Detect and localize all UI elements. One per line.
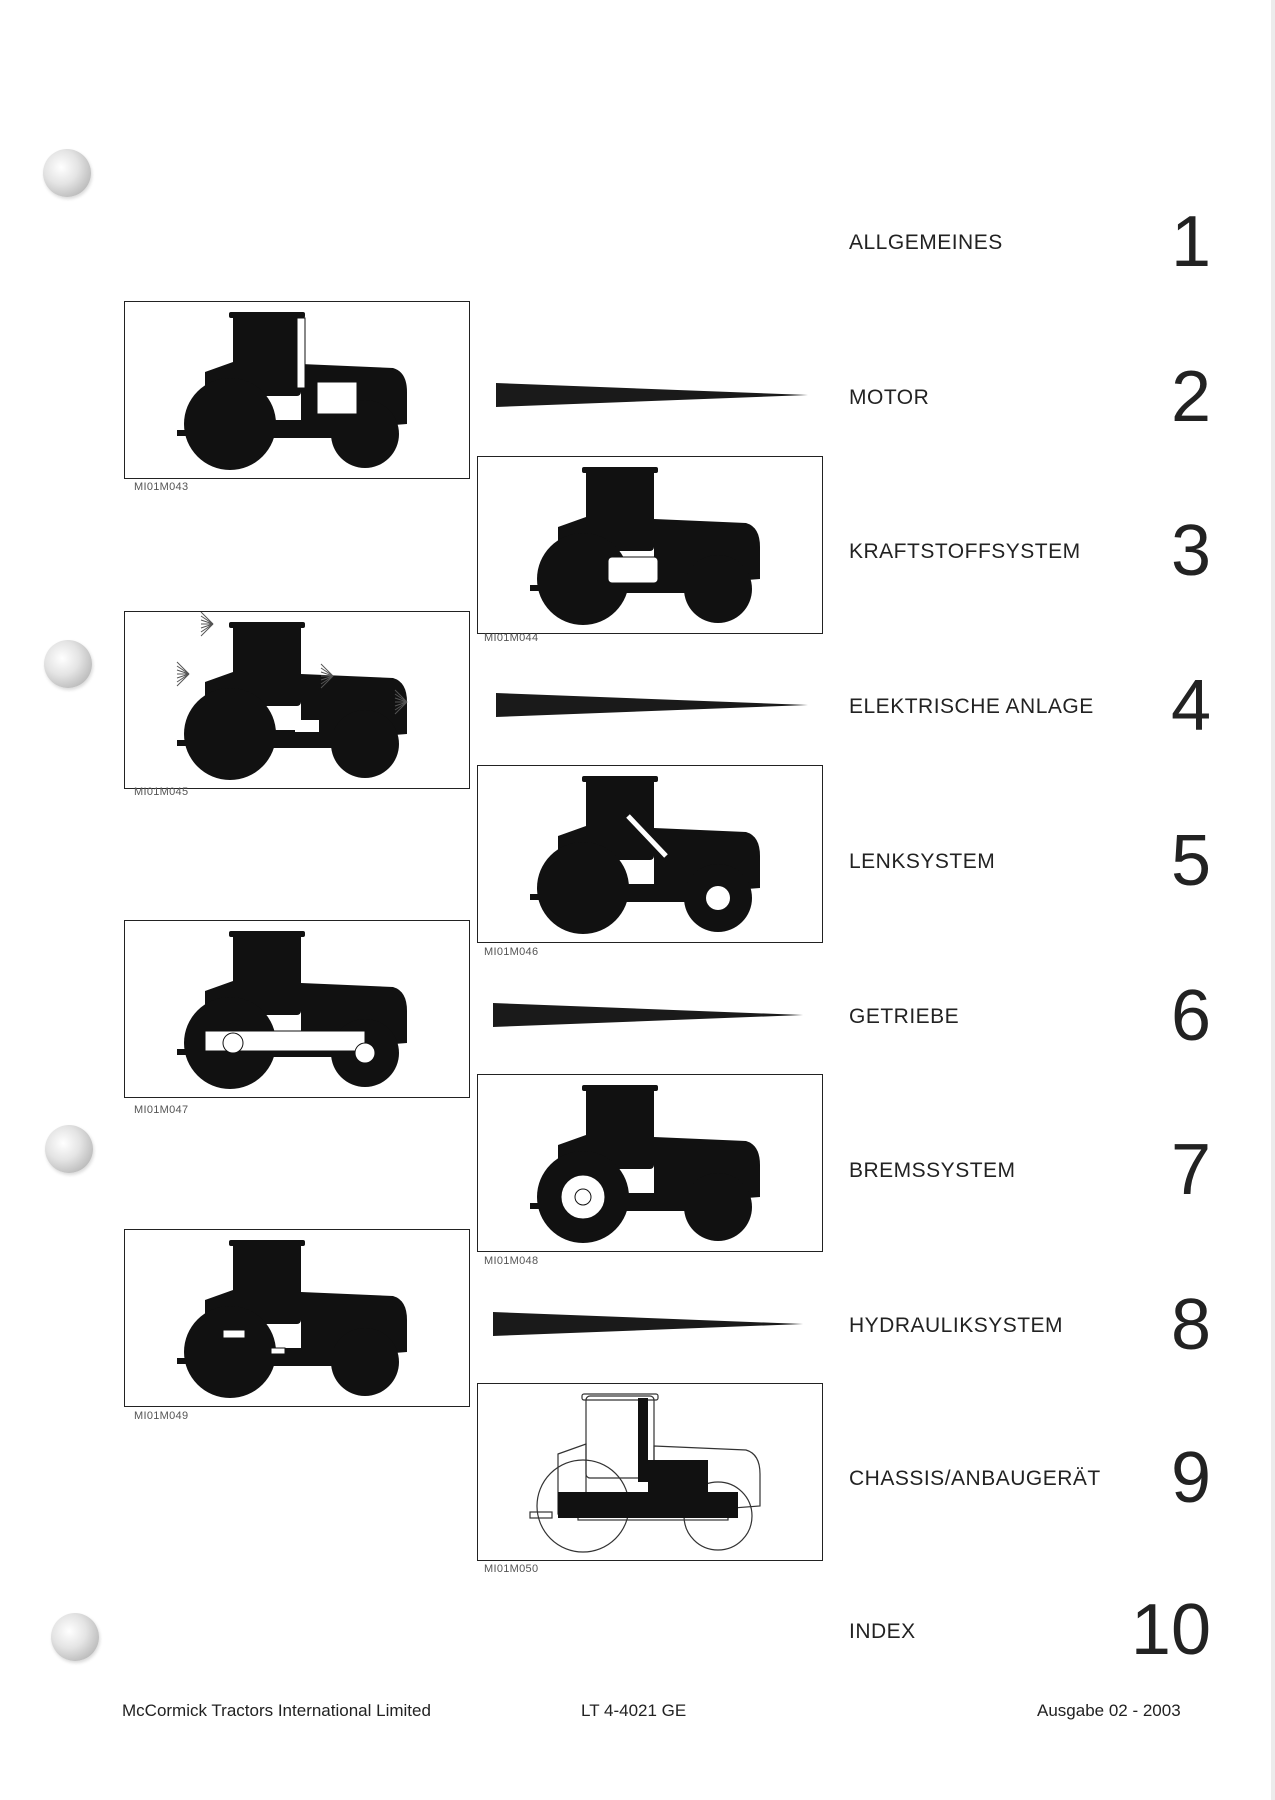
section-number-4: 4 [1170,666,1211,746]
punch-hole-3 [45,1125,93,1173]
section-title-7[interactable]: BREMSSYSTEM [849,1159,1016,1182]
section-title-9[interactable]: CHASSIS/ANBAUGERÄT [849,1467,1101,1490]
section-number-6: 6 [1170,976,1211,1056]
section-number-3: 3 [1170,511,1211,591]
illustration-electrical[interactable] [124,611,470,789]
section-number-1: 1 [1170,202,1211,282]
section-number-9: 9 [1170,1438,1211,1518]
section-number-10: 10 [1130,1590,1211,1670]
illustration-hydraulics[interactable] [124,1229,470,1407]
section-title-5[interactable]: LENKSYSTEM [849,850,996,873]
section-title-6[interactable]: GETRIEBE [849,1005,960,1028]
punch-hole-2 [44,640,92,688]
illustration-fuel[interactable] [477,456,823,634]
punch-hole-1 [43,149,91,197]
pointer-wedge-4 [496,693,808,717]
section-number-2: 2 [1170,357,1211,437]
section-title-3[interactable]: KRAFTSTOFFSYSTEM [849,540,1081,563]
illustration-engine[interactable] [124,301,470,479]
pointer-wedge-8 [493,1312,803,1336]
illustration-chassis[interactable] [477,1383,823,1561]
illustration-steering[interactable] [477,765,823,943]
section-number-8: 8 [1170,1285,1211,1365]
section-title-1[interactable]: ALLGEMEINES [849,231,1003,254]
punch-hole-4 [51,1613,99,1661]
illustration-code: MI01M045 [134,786,189,798]
section-title-2[interactable]: MOTOR [849,386,930,409]
pointer-wedge-2 [496,383,808,407]
footer-edition: Ausgabe 02 - 2003 [1037,1701,1181,1720]
illustration-code: MI01M049 [134,1410,189,1422]
illustration-code: MI01M046 [484,946,539,958]
page-edge [1271,0,1275,1800]
pointer-wedge-6 [493,1003,803,1027]
illustration-code: MI01M044 [484,632,539,644]
footer-company: McCormick Tractors International Limited [122,1701,431,1720]
section-number-7: 7 [1170,1130,1211,1210]
footer-doc-number: LT 4-4021 GE [581,1701,687,1720]
section-title-8[interactable]: HYDRAULIKSYSTEM [849,1314,1064,1337]
illustration-brakes[interactable] [477,1074,823,1252]
section-number-5: 5 [1170,821,1211,901]
illustration-code: MI01M048 [484,1255,539,1267]
illustration-code: MI01M047 [134,1104,189,1116]
illustration-code: MI01M043 [134,481,189,493]
section-title-10[interactable]: INDEX [849,1620,916,1643]
illustration-transmission[interactable] [124,920,470,1098]
section-title-4[interactable]: ELEKTRISCHE ANLAGE [849,695,1094,718]
illustration-code: MI01M050 [484,1563,539,1575]
